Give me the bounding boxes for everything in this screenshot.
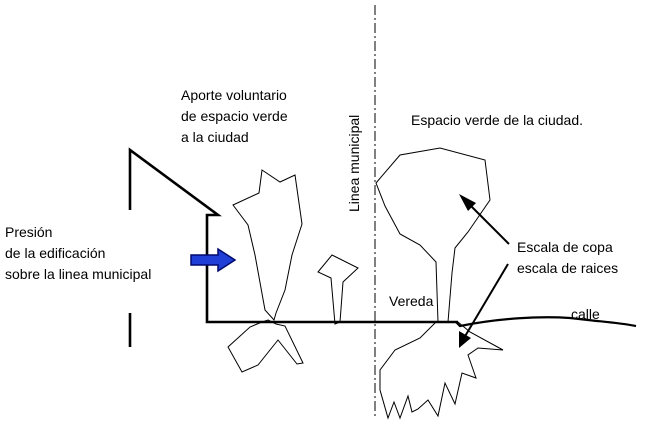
voluntary-green-line-3: a la ciudad [181,129,249,145]
voluntary-tree-canopy [232,169,303,322]
street-line [455,316,637,328]
roots-pointer-line [463,263,509,339]
canopy-pointer-line [466,201,510,245]
scale-line-2: escala de raices [517,260,619,276]
canopy-pointer-head [459,194,476,211]
pressure-line-1: Presión [5,224,53,240]
voluntary-green-line-1: Aporte voluntario [181,87,287,103]
city-green-text: Espacio verde de la ciudad. [411,112,583,128]
pressure-line-3: sobre la linea municipal [5,266,152,282]
building-outline [128,147,458,324]
scale-line-1: Escala de copa [517,239,613,255]
small-tree [317,254,359,325]
pressure-line-2: de la edificación [5,245,106,261]
street-label: calle [571,304,600,325]
pressure-label: Presión de la edificación sobre la linea… [5,222,151,285]
city-tree-roots [379,321,504,420]
scale-label: Escala de copa escala de raices [517,237,618,279]
voluntary-green-line-2: de espacio verde [181,108,288,124]
voluntary-green-label: Aporte voluntario de espacio verde a la … [181,85,288,148]
sidewalk-label: Vereda [389,291,433,312]
city-tree-canopy [375,147,491,323]
sidewalk-text: Vereda [389,293,434,309]
pressure-arrow [190,247,237,273]
municipal-line-label: Linea municipal [346,115,362,212]
voluntary-tree-roots [227,319,304,373]
street-text: calle [571,306,600,322]
city-green-label: Espacio verde de la ciudad. [411,110,583,131]
roots-pointer-head [459,331,471,348]
